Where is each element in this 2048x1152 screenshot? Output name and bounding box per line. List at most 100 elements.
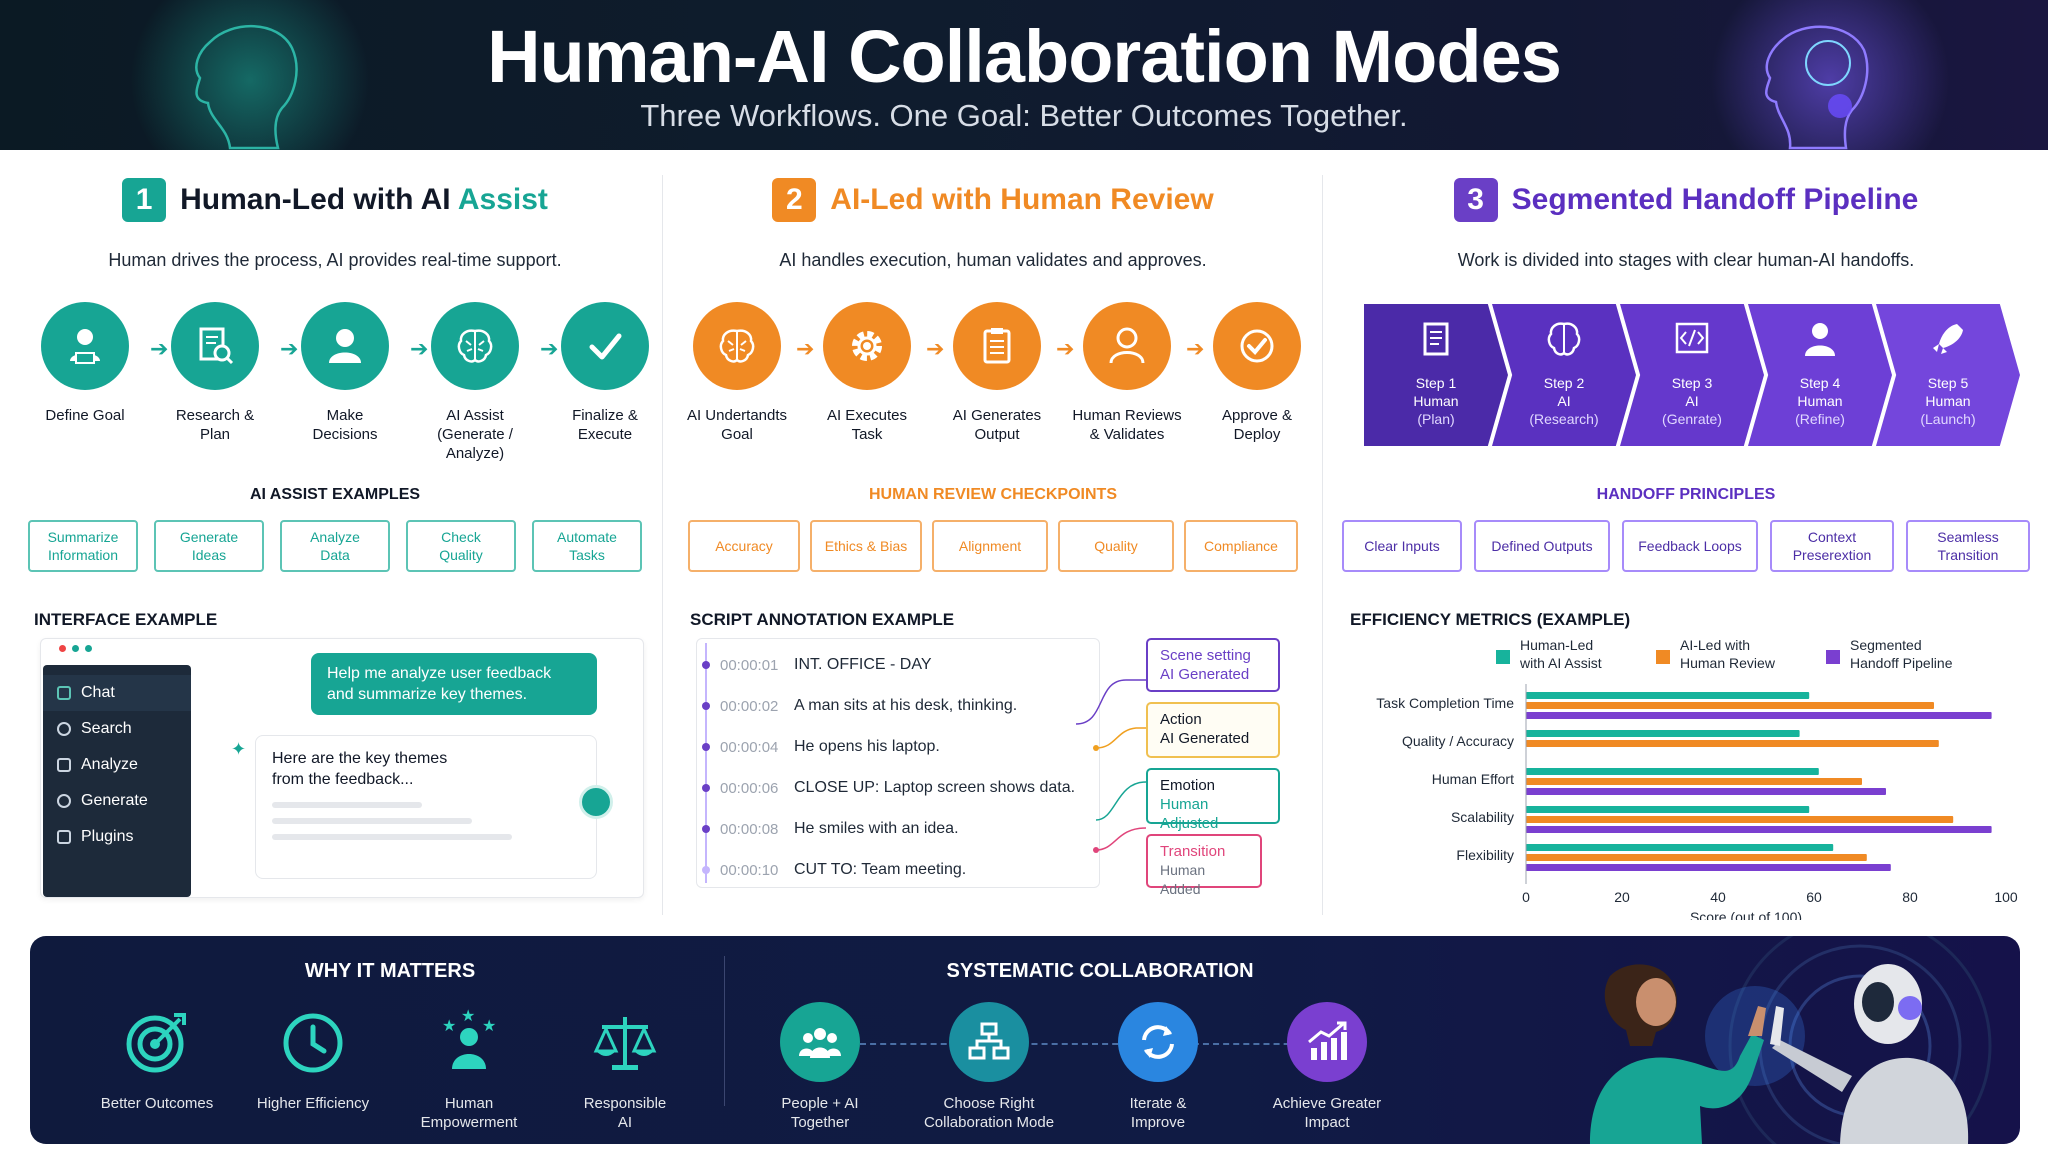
step-label-line2: Decisions [312, 426, 378, 443]
pipeline-stage-step: Step 5 [1927, 375, 1969, 391]
why-item-higher-efficiency: Higher Efficiency [238, 1002, 388, 1113]
bar [1526, 692, 1810, 699]
scales-icon [585, 1002, 665, 1082]
sidebar-item-generate[interactable]: Generate [43, 783, 191, 819]
review-checkpoints-heading: HUMAN REVIEW CHECKPOINTS [868, 486, 1117, 503]
step-label-line2: (Generate / Analyze) [437, 426, 513, 462]
sys-item-label-line2: Together [790, 1114, 850, 1131]
x-tick-label: 60 [1806, 889, 1822, 905]
efficiency-metrics-heading: EFFICIENCY METRICS (EXAMPLE) [1350, 610, 1631, 629]
annotation-title: Action [1160, 711, 1202, 728]
search-icon [57, 722, 71, 736]
annotation-title: Transition [1160, 843, 1226, 860]
section-title: 1 Human-Led with AI Assist [20, 178, 650, 222]
sidebar-item-chat[interactable]: Chat [43, 675, 191, 711]
ai-brain-button-icon[interactable] [579, 785, 613, 819]
legend-label: AI-Led with [1680, 637, 1750, 653]
sidebar-item-label: Plugins [81, 828, 134, 845]
category-label: Quality / Accuracy [1402, 733, 1514, 749]
script-timestamp: 00:00:06 [720, 779, 779, 797]
chip-line1: Seamless [1937, 529, 1999, 545]
arrow-right-icon: ➔ [1186, 336, 1205, 361]
arrow-right-icon: ➔ [926, 336, 945, 361]
pipeline-stage-what: (Launch) [1920, 411, 1976, 427]
chat-icon [57, 686, 71, 700]
step-label-line1: Define Goal [45, 407, 125, 424]
section-number-badge: 1 [122, 178, 167, 222]
interface-mockup: Chat Search Analyze Generate Plugins Hel… [40, 638, 644, 898]
chip-line2: Ideas [191, 547, 227, 563]
annotation-connectors [1076, 679, 1147, 853]
step-label: AI Assist (Generate / Analyze) [410, 406, 540, 463]
growth-chart-icon [1287, 1002, 1367, 1082]
script-line: 00:00:06 CLOSE UP: Laptop screen shows da… [702, 773, 1075, 803]
section-number-badge: 2 [772, 178, 817, 222]
why-item-better-outcomes: Better Outcomes [82, 1002, 232, 1113]
chip-line1: Context [1807, 529, 1857, 545]
section-title-prefix: Human-Led with AI [180, 183, 458, 216]
chip-line1: Check [441, 529, 481, 545]
sys-item-label: Choose Right [943, 1095, 1035, 1112]
step-label-line1: AI Assist [446, 407, 504, 424]
ai-message-line1: Here are the key themes [272, 750, 448, 767]
sidebar-item-plugins[interactable]: Plugins [43, 819, 191, 855]
sys-item-label: People + AI [781, 1095, 859, 1112]
legend-swatch [1826, 650, 1840, 664]
step-approve-deploy: Approve &Deploy [1192, 302, 1322, 444]
chip-feedback-loops: Feedback Loops [1622, 520, 1758, 572]
arrow-right-icon: ➔ [796, 336, 815, 361]
script-timestamp: 00:00:01 [720, 656, 779, 674]
chip-ethics-bias: Ethics & Bias [810, 520, 922, 572]
bar [1526, 806, 1810, 813]
column-divider [1322, 175, 1323, 915]
annotation-subtitle: AI Generated [1160, 666, 1250, 683]
bar [1526, 702, 1934, 709]
step-label: Research &Plan [150, 406, 280, 444]
script-text: CLOSE UP: Laptop screen shows data. [794, 779, 1076, 796]
chip-line2: Data [320, 547, 350, 563]
pipeline-stage-who: Human [1925, 393, 1971, 409]
section-description: AI handles execution, human validates an… [779, 250, 1207, 270]
step-label-line1: Human Reviews [1072, 407, 1182, 424]
timeline-dot-icon [702, 866, 710, 874]
arrow-right-icon: ➔ [150, 336, 169, 361]
pipeline-stage-what: (Genrate) [1662, 411, 1722, 427]
chip-line1: Clear Inputs [1364, 538, 1440, 554]
pipeline-stage-who: Human [1413, 393, 1459, 409]
legend-label: Human-Led [1520, 637, 1593, 653]
window-controls [59, 645, 92, 652]
sidebar-item-analyze[interactable]: Analyze [43, 747, 191, 783]
bar [1526, 844, 1834, 851]
check-icon [1213, 302, 1301, 390]
bar [1526, 712, 1992, 719]
brain-icon [693, 302, 781, 390]
sys-item-label: Achieve Greater [1272, 1095, 1382, 1112]
sidebar-item-search[interactable]: Search [43, 711, 191, 747]
pipeline-stage-step: Step 4 [1799, 375, 1841, 391]
step-label: Approve &Deploy [1192, 406, 1322, 444]
why-item-label: Human [444, 1095, 494, 1112]
sys-item-people-ai: People + AI Together [745, 1002, 895, 1132]
chip-line2: Quality [439, 547, 483, 563]
chip-accuracy: Accuracy [688, 520, 800, 572]
annotation-title: Scene setting [1160, 647, 1251, 664]
interface-example-heading: INTERFACE EXAMPLE [34, 610, 218, 629]
x-tick-label: 100 [1994, 889, 2018, 905]
section-title-text: AI-Led with Human Review [830, 183, 1214, 216]
sys-item-label-line2: Improve [1130, 1114, 1186, 1131]
flow-icon [949, 1002, 1029, 1082]
legend-swatch [1496, 650, 1510, 664]
x-tick-label: 80 [1902, 889, 1918, 905]
